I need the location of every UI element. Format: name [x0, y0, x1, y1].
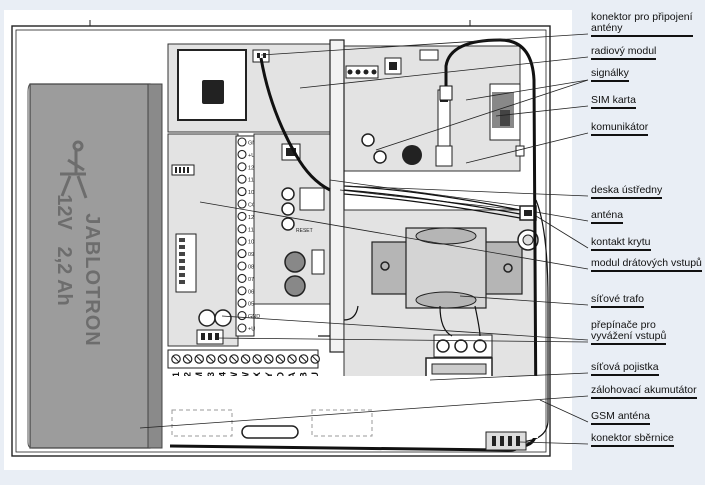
callout-gsm-antenna: GSM anténa — [591, 411, 650, 425]
callout-indicators: signálky — [591, 68, 629, 82]
callout-mains-fuse: síťová pojistka — [591, 362, 659, 376]
callout-communicator-text: komunikátor — [591, 122, 649, 136]
side-terminal-label: 06 — [248, 289, 254, 295]
side-terminal-screw — [237, 187, 247, 197]
callout-mains-transformer-text: síťové trafo — [591, 294, 644, 308]
side-terminal-screw — [237, 137, 247, 147]
side-terminal-label: 07 — [248, 277, 254, 283]
callout-backup-battery-text: zálohovací akumutátor — [591, 385, 697, 399]
callout-wired-input-module: modul drátových vstupů — [591, 258, 702, 272]
antenna-cable — [259, 38, 538, 448]
reset-label: RESET — [296, 228, 313, 234]
callout-balancing-switches-line1: přepínače pro — [591, 319, 656, 331]
terminal-screw-slot — [300, 355, 307, 363]
side-terminal-label: 10 — [248, 190, 254, 196]
terminal-screw-slot — [253, 355, 261, 363]
callout-control-board: deska ústředny — [591, 185, 663, 199]
callout-bus-connector: konektor sběrnice — [591, 433, 674, 447]
side-terminal-screw — [237, 298, 247, 308]
side-terminal-screw — [237, 249, 247, 259]
callout-balancing-switches: přepínače pro vyvážení vstupů — [591, 319, 667, 345]
battery-brand: JABLOTRON — [81, 213, 103, 346]
side-terminal-screw — [237, 174, 247, 184]
callout-indicators-text: signálky — [591, 68, 629, 82]
side-terminal-label: 11 — [248, 227, 254, 233]
terminal-screw-slot — [184, 355, 191, 363]
power-board — [343, 209, 539, 387]
side-terminal-label: GND — [248, 314, 260, 320]
terminal-screw-slot — [207, 355, 215, 363]
backup-battery: JABLOTRON 12V 2,2 Ah — [27, 83, 163, 449]
callout-communicator: komunikátor — [591, 122, 649, 136]
side-terminal-label: 08 — [248, 265, 254, 271]
callout-antenna: anténa — [591, 210, 624, 224]
enclosure — [11, 20, 551, 457]
terminal-screw-slot — [172, 355, 180, 363]
callout-antenna-connector-line2: antény — [591, 23, 693, 37]
side-terminal-screw — [237, 224, 247, 234]
side-terminal-screw — [237, 236, 247, 246]
side-terminal-screw — [237, 323, 247, 333]
terminal-screw-slot — [230, 355, 238, 363]
callout-wired-input-module-text: modul drátových vstupů — [591, 258, 702, 272]
side-terminal-screw — [237, 162, 247, 172]
callout-bus-connector-text: konektor sběrnice — [591, 433, 674, 447]
terminal-screw-slot — [242, 355, 249, 363]
callout-mains-fuse-text: síťová pojistka — [591, 362, 659, 376]
terminal-screw-slot — [219, 355, 226, 363]
side-terminal-screw — [237, 273, 247, 283]
terminal-screw-slot — [288, 355, 296, 363]
terminal-screw-slot — [311, 355, 319, 363]
callout-radio-module: radiový modul — [591, 46, 657, 60]
side-terminal-screw — [237, 211, 247, 221]
side-terminal-label: 10 — [248, 240, 254, 246]
terminal-screw-slot — [195, 355, 203, 363]
control-board: GND+U121110COM1211100908070605GND+U RESE… — [167, 133, 331, 394]
terminal-label: A — [287, 372, 298, 379]
side-terminal-screw — [237, 149, 247, 159]
wire-channel — [329, 39, 521, 353]
callout-sim-card-text: SIM karta — [591, 95, 636, 109]
callout-radio-module-text: radiový modul — [591, 46, 657, 60]
radio-module — [167, 43, 339, 133]
terminal-screw-slot — [265, 355, 273, 363]
callout-antenna-connector: konektor pro připojení antény — [591, 12, 693, 37]
side-terminal-label: +U — [248, 327, 255, 333]
side-terminal-label: 11 — [248, 178, 254, 184]
callout-leaders — [139, 33, 589, 445]
terminal-screw-slot — [277, 355, 284, 363]
callout-antenna-text: anténa — [591, 210, 624, 224]
side-terminal-label: 12 — [248, 165, 254, 171]
side-terminal-screw — [237, 261, 247, 271]
gsm-communicator — [339, 45, 525, 172]
callout-cover-contact: kontakt krytu — [591, 237, 651, 251]
callout-backup-battery: zálohovací akumutátor — [591, 385, 697, 399]
callout-antenna-connector-line1: konektor pro připojení — [591, 11, 693, 23]
callout-sim-card: SIM karta — [591, 95, 636, 109]
callout-cover-contact-text: kontakt krytu — [591, 237, 651, 251]
side-terminal-screw — [237, 286, 247, 296]
callout-gsm-antenna-text: GSM anténa — [591, 411, 650, 425]
terminal-label: B — [299, 372, 310, 379]
callout-control-board-text: deska ústředny — [591, 185, 663, 199]
bottom-area — [168, 376, 538, 452]
side-terminal-label: +U — [248, 153, 255, 159]
side-terminal-label: 09 — [248, 252, 254, 258]
side-terminal-label: 12 — [248, 215, 254, 221]
side-terminal-label: 05 — [248, 302, 254, 308]
callout-balancing-switches-line2: vyvážení vstupů — [591, 331, 667, 345]
battery-spec: 12V 2,2 Ah — [53, 194, 75, 306]
side-terminal-screw — [237, 199, 247, 209]
callout-mains-transformer: síťové trafo — [591, 294, 644, 308]
side-terminal-screw — [237, 311, 247, 321]
